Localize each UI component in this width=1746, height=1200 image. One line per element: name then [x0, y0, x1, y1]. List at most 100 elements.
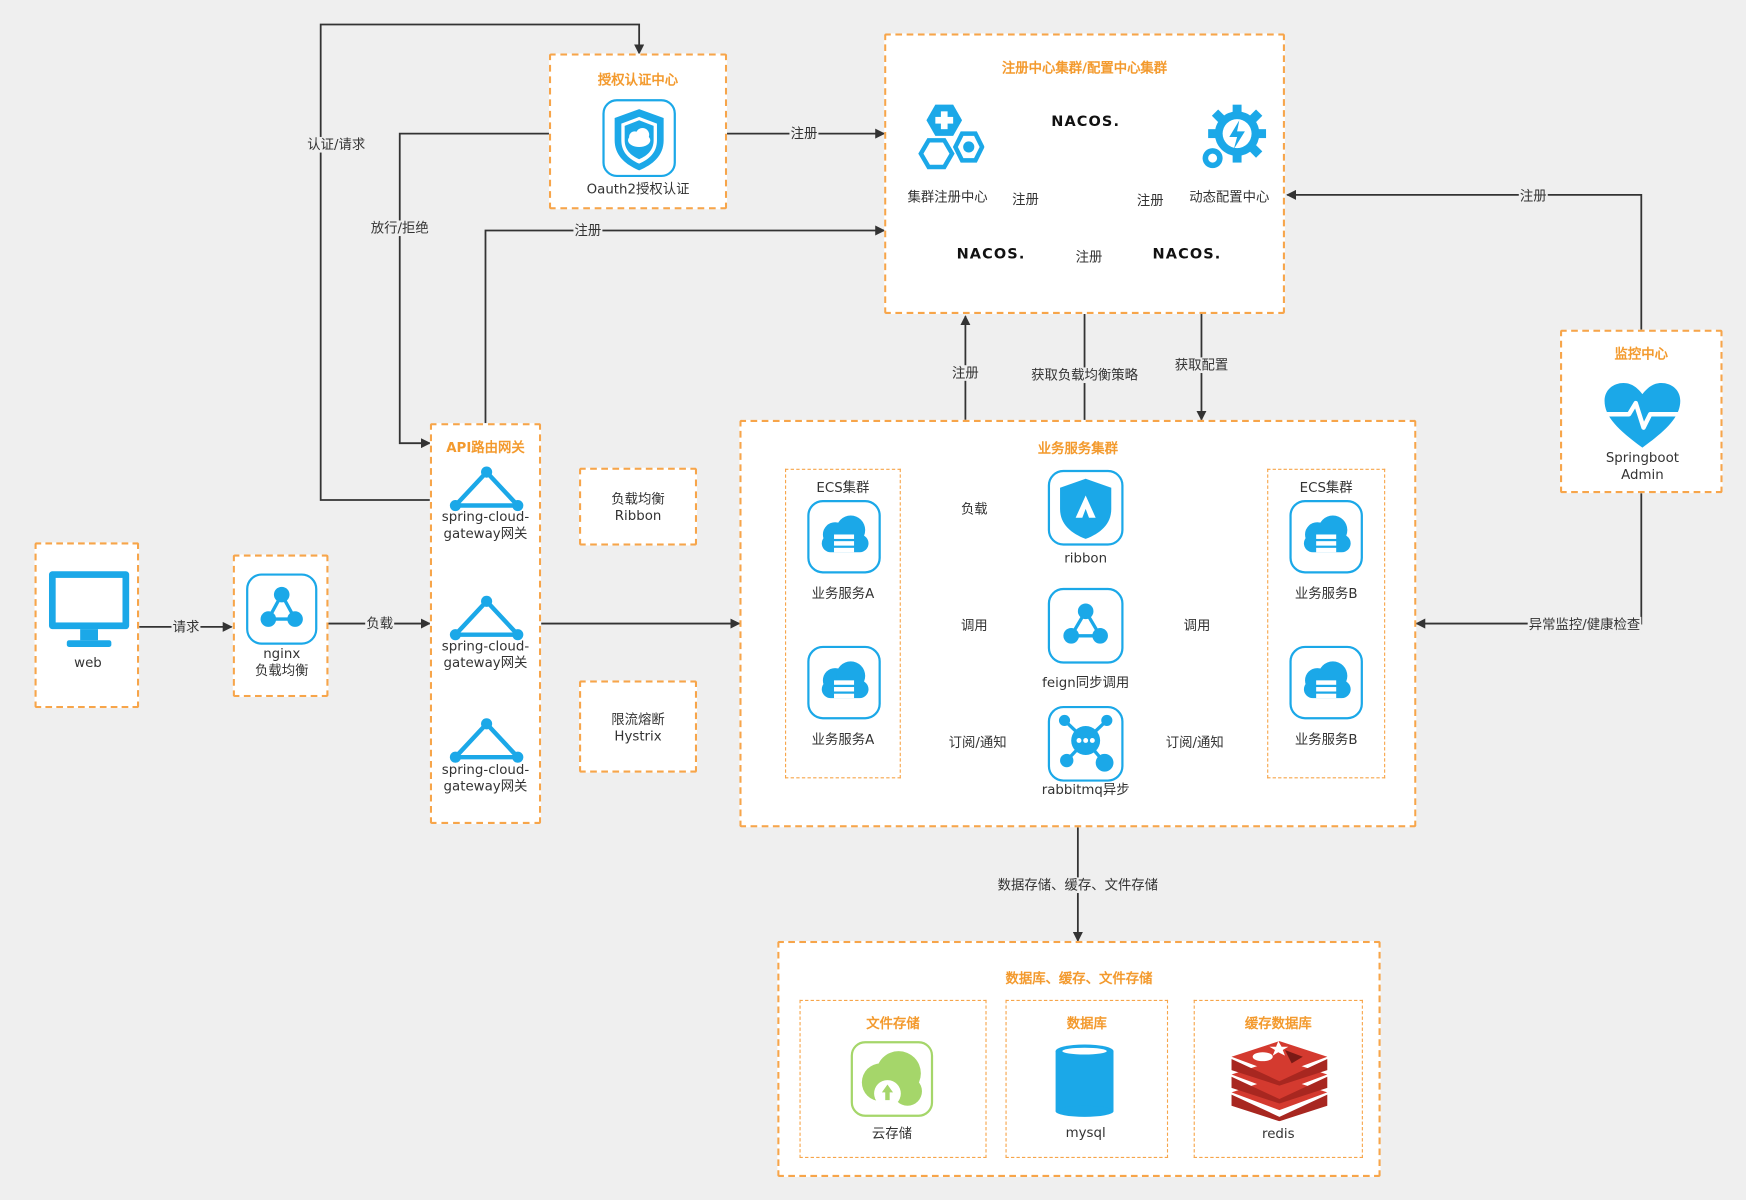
monitor-center-box: 监控中心 Springboot Admin: [1560, 329, 1723, 494]
hexagon-plus-icon: [918, 104, 985, 170]
ribbon-label: ribbon: [1064, 550, 1108, 566]
gateway-triangle-icon: [449, 718, 524, 763]
edge-label-call-b: 调用: [1182, 617, 1212, 634]
file-storage-box: 文件存储 云存储: [799, 999, 987, 1159]
edge-label-nacos-bottom: 注册: [1074, 249, 1104, 266]
edge-label-ribbon-load: 负载: [959, 501, 989, 517]
config-center-label: 动态配置中心: [1189, 189, 1270, 205]
database-label: mysql: [1065, 1124, 1106, 1141]
gateway-node-1-line2: gateway网关: [443, 525, 528, 542]
ribbon-feature-line1: 负载均衡: [611, 491, 665, 507]
service-a-label-1: 业务服务A: [811, 585, 875, 602]
feign-label: feign同步调用: [1042, 674, 1130, 691]
monitor-icon: [48, 571, 130, 647]
monitor-label-1: Springboot: [1605, 449, 1680, 466]
ecs-cluster-left: ECS集群 业务服务A 业务服务A: [785, 468, 901, 779]
hystrix-feature-line1: 限流熔断: [611, 711, 665, 728]
gateway-node-3-line1: spring-cloud-: [441, 761, 530, 778]
nacos-logo-top: NACOS.: [1051, 113, 1121, 131]
edge-label-health: 异常监控/健康检查: [1527, 616, 1642, 633]
nginx-label-2: 负载均衡: [254, 662, 309, 679]
business-cluster-title: 业务服务集群: [1037, 440, 1118, 457]
edge-label-monitor-register: 注册: [1518, 188, 1548, 204]
nginx-label-1: nginx: [263, 645, 301, 662]
cloud-server-icon: [1289, 645, 1363, 720]
database-cylinder-icon: [1055, 1044, 1114, 1117]
edge-label-load: 负载: [365, 615, 395, 632]
edge-auth-request: [319, 23, 645, 501]
ribbon-feature-line2: Ribbon: [614, 507, 662, 524]
cache-title: 缓存数据库: [1244, 1015, 1312, 1032]
nginx-node-icon: [246, 573, 318, 645]
shield-cloud-icon: [602, 99, 676, 178]
nacos-logo-right: NACOS.: [1152, 246, 1222, 263]
edge-label-auth-request: 认证/请求: [306, 136, 367, 153]
heart-pulse-icon: [1604, 383, 1681, 448]
business-cluster-box: 业务服务集群 ECS集群 业务服务A 业务服务A ECS集群 业务服务B 业务服…: [739, 419, 1417, 828]
edge-label-get-lb: 获取负载均衡策略: [1029, 367, 1140, 384]
gateway-node-1-line1: spring-cloud-: [441, 508, 530, 525]
file-storage-title: 文件存储: [866, 1015, 920, 1032]
ribbon-shield-icon: [1047, 469, 1124, 546]
storage-title: 数据库、缓存、文件存储: [1005, 970, 1153, 987]
redis-stack-icon: [1231, 1041, 1328, 1122]
service-b-label-2: 业务服务B: [1294, 731, 1358, 748]
api-gateway-title: API路由网关: [446, 439, 525, 456]
auth-center-label: Oauth2授权认证: [586, 181, 690, 198]
rabbitmq-chat-icon: [1047, 705, 1124, 782]
gateway-triangle-icon: [449, 595, 524, 641]
edge-gateway-register: [484, 225, 886, 424]
registry-config-title: 注册中心集群/配置中心集群: [1001, 60, 1168, 76]
api-gateway-box: API路由网关 spring-cloud- gateway网关 spring-c…: [429, 423, 542, 824]
edge-allow-deny: [398, 132, 549, 449]
rabbitmq-label: rabbitmq异步: [1041, 781, 1130, 798]
edge-health-check: [1415, 493, 1643, 629]
cloud-server-icon: [1289, 499, 1363, 574]
ecs-cluster-left-title: ECS集群: [816, 479, 870, 496]
feign-node-icon: [1047, 587, 1124, 664]
monitor-center-title: 监控中心: [1614, 346, 1669, 362]
gateway-triangle-icon: [449, 466, 524, 512]
monitor-label-2: Admin: [1621, 466, 1664, 483]
edge-label-allow-deny: 放行/拒绝: [369, 220, 430, 237]
edge-label-get-config: 获取配置: [1173, 357, 1230, 374]
nginx-box: nginx 负载均衡: [232, 554, 329, 698]
auth-center-title: 授权认证中心: [597, 72, 679, 88]
gateway-node-2-line1: spring-cloud-: [441, 638, 530, 654]
cloud-server-icon: [807, 645, 881, 720]
cache-box: 缓存数据库 redis: [1193, 999, 1363, 1159]
web-client-box: web: [34, 542, 140, 709]
edge-label-request: 请求: [171, 619, 201, 635]
ribbon-feature-box: 负载均衡 Ribbon: [579, 467, 698, 546]
service-b-label-1: 业务服务B: [1294, 585, 1358, 602]
edge-monitor-register: [1286, 189, 1643, 330]
edge-label-nacos-right: 注册: [1135, 192, 1165, 209]
auth-center-box: 授权认证中心 Oauth2授权认证: [548, 53, 728, 210]
file-storage-label: 云存储: [871, 1125, 912, 1142]
registry-config-box: 注册中心集群/配置中心集群 集群注册中心 动态配置中心 NACOS. NACOS…: [884, 33, 1285, 315]
edge-label-mq-b: 订阅/通知: [1164, 734, 1225, 751]
web-label: web: [74, 654, 102, 671]
hystrix-feature-box: 限流熔断 Hystrix: [579, 680, 698, 773]
nacos-logo-left: NACOS.: [956, 246, 1026, 263]
cache-label: redis: [1262, 1125, 1295, 1142]
ecs-cluster-right-title: ECS集群: [1299, 479, 1353, 496]
edge-label-gateway-register: 注册: [573, 222, 603, 239]
cloud-server-icon: [807, 499, 881, 574]
edge-label-nacos-left: 注册: [1011, 191, 1041, 208]
gateway-node-3-line2: gateway网关: [443, 778, 528, 794]
edge-label-mq-a: 订阅/通知: [947, 734, 1008, 751]
edge-label-biz-register: 注册: [950, 365, 980, 381]
edge-label-call-a: 调用: [959, 617, 989, 634]
hystrix-feature-line2: Hystrix: [614, 728, 662, 744]
database-box: 数据库 mysql: [1005, 999, 1169, 1159]
database-title: 数据库: [1066, 1015, 1107, 1032]
gear-lightning-icon: [1202, 104, 1267, 169]
storage-box: 数据库、缓存、文件存储 文件存储 云存储 数据库 mysql 缓存数据库: [777, 940, 1381, 1177]
cloud-upload-icon: [850, 1041, 934, 1117]
edge-label-auth-register: 注册: [789, 125, 819, 142]
ecs-cluster-right: ECS集群 业务服务B 业务服务B: [1267, 468, 1386, 779]
service-a-label-2: 业务服务A: [811, 731, 875, 748]
gateway-node-2-line2: gateway网关: [443, 654, 528, 671]
edge-label-storage: 数据存储、缓存、文件存储: [996, 877, 1160, 894]
